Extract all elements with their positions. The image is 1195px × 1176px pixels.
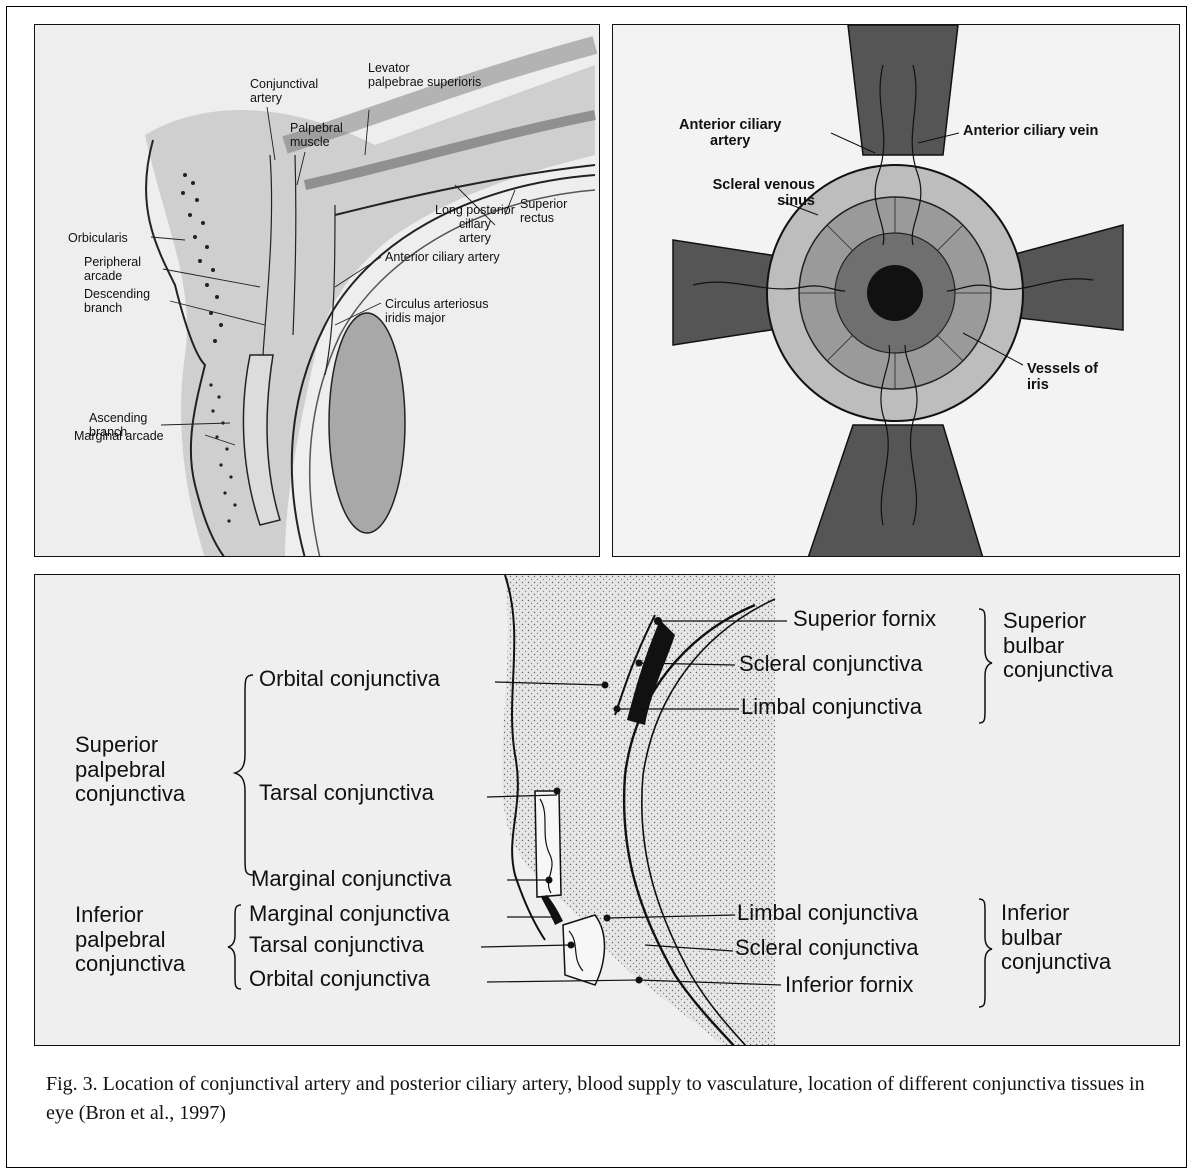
label-superior-palpebral-conjunctiva: Superior palpebral conjunctiva [75, 733, 185, 807]
label-marginal-conjunctiva-superior: Marginal conjunctiva [251, 867, 452, 892]
panel-globe-vessels: Anterior ciliary artery Anterior ciliary… [612, 24, 1180, 557]
label-scleral-conjunctiva-superior: Scleral conjunctiva [739, 652, 922, 677]
panel-conjunctiva: Superior palpebral conjunctiva Inferior … [34, 574, 1180, 1046]
label-anterior-ciliary-artery-2: Anterior ciliary artery [679, 117, 781, 149]
label-anterior-ciliary-artery: Anterior ciliary artery [385, 250, 500, 264]
label-descending-branch: Descending branch [84, 287, 150, 315]
label-marginal-conjunctiva-inferior: Marginal conjunctiva [249, 902, 450, 927]
label-limbal-conjunctiva-inferior: Limbal conjunctiva [737, 901, 918, 926]
label-inferior-bulbar-conjunctiva: Inferior bulbar conjunctiva [1001, 901, 1111, 975]
label-tarsal-conjunctiva-superior: Tarsal conjunctiva [259, 781, 434, 806]
label-superior-bulbar-conjunctiva: Superior bulbar conjunctiva [1003, 609, 1113, 683]
label-inferior-palpebral-conjunctiva: Inferior palpebral conjunctiva [75, 903, 185, 977]
label-scleral-conjunctiva-inferior: Scleral conjunctiva [735, 936, 918, 961]
label-anterior-ciliary-vein: Anterior ciliary vein [963, 123, 1098, 139]
label-tarsal-conjunctiva-inferior: Tarsal conjunctiva [249, 933, 424, 958]
globe-vessels-illustration [613, 25, 1180, 557]
label-superior-fornix: Superior fornix [793, 607, 936, 632]
label-inferior-fornix: Inferior fornix [785, 973, 913, 998]
label-palpebral-muscle: Palpebral muscle [290, 121, 343, 149]
panel-lid-section: Conjunctival artery Levator palpebrae su… [34, 24, 600, 557]
label-peripheral-arcade: Peripheral arcade [84, 255, 141, 283]
label-scleral-venous-sinus: Scleral venous sinus [655, 177, 815, 209]
figure-caption: Fig. 3. Location of conjunctival artery … [46, 1070, 1156, 1128]
label-vessels-of-iris: Vessels of iris [1027, 361, 1098, 393]
label-limbal-conjunctiva-superior: Limbal conjunctiva [741, 695, 922, 720]
label-marginal-arcade: Marginal arcade [74, 429, 164, 443]
label-long-posterior-ciliary-artery: Long posterior ciliary artery [435, 203, 515, 245]
label-orbital-conjunctiva-superior: Orbital conjunctiva [259, 667, 440, 692]
label-conjunctival-artery: Conjunctival artery [250, 77, 318, 105]
label-orbicularis: Orbicularis [68, 231, 128, 245]
label-orbital-conjunctiva-inferior: Orbital conjunctiva [249, 967, 430, 992]
label-circulus-arteriosus: Circulus arteriosus iridis major [385, 297, 489, 325]
label-levator-palpebrae: Levator palpebrae superioris [368, 61, 481, 89]
label-superior-rectus: Superior rectus [520, 197, 567, 225]
